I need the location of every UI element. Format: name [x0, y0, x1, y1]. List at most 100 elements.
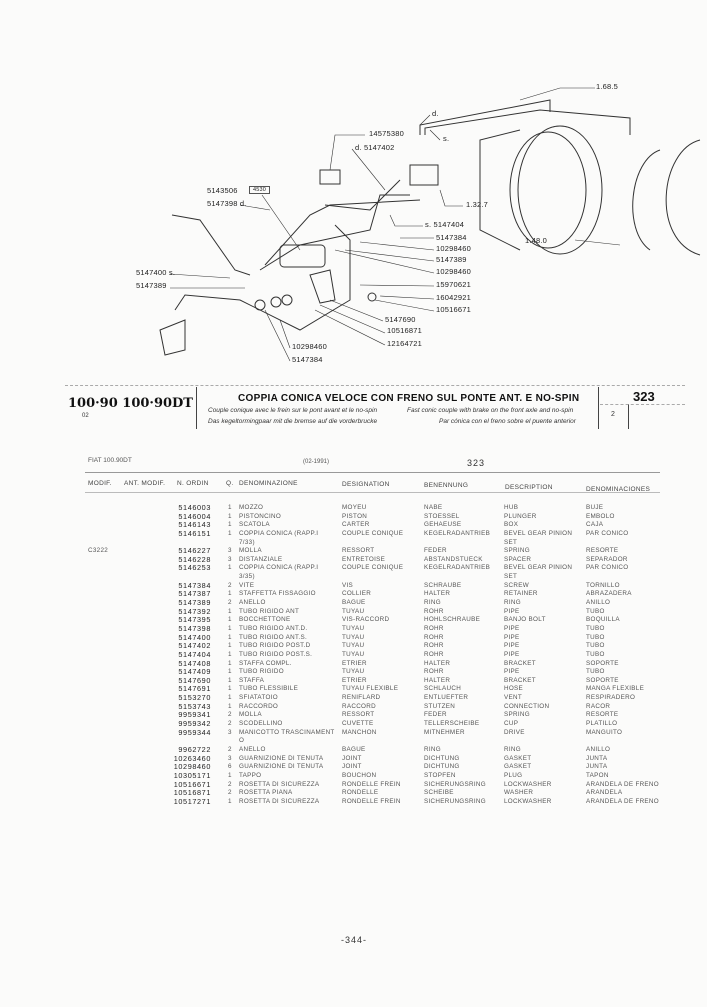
- cell-part-number: 5147409: [178, 667, 211, 677]
- cell-name-french: RACCORD: [342, 702, 376, 710]
- cell-name-spanish: TAPON: [586, 771, 609, 779]
- cell-name-german: ROHR: [424, 624, 444, 632]
- cell-name-italian: ROSETTA DI SICUREZZA: [239, 780, 320, 788]
- cell-name-german: HALTER: [424, 676, 451, 684]
- cell-name-spanish: ANILLO: [586, 599, 611, 607]
- cell-quantity: 3: [228, 547, 232, 555]
- cell-name-spanish: CAJA: [586, 521, 604, 529]
- cell-name-german: HALTER: [424, 659, 451, 667]
- cell-quantity: 1: [228, 607, 232, 615]
- callout-label: 1.48.0: [525, 236, 548, 245]
- cell-name-italian: TAPPO: [239, 771, 262, 779]
- cell-name-italian: MOLLA: [239, 711, 262, 719]
- cell-name-spanish: BOQUILLA: [586, 616, 620, 624]
- cell-name-german: SICHERUNGSRING: [424, 797, 486, 805]
- cell-name-italian: STAFFA: [239, 676, 265, 684]
- cell-name-french: BAGUE: [342, 745, 366, 753]
- cell-name-spanish: TUBO: [586, 650, 605, 658]
- cell-name-italian: TUBO RIGIDO POST.D: [239, 642, 311, 650]
- cell-name-french: COLLIER: [342, 590, 372, 598]
- callout-label: 10298460: [436, 267, 471, 276]
- cell-quantity: 1: [228, 702, 232, 710]
- col-description: DESCRIPTION: [505, 484, 553, 491]
- cell-quantity: 1: [228, 797, 232, 805]
- cell-name-german: ROHR: [424, 642, 444, 650]
- callout-label: 5147398 d.: [207, 199, 247, 208]
- cell-name-german: ENTLUEFTER: [424, 694, 469, 702]
- list-date: (02-1991): [303, 459, 330, 465]
- table-row: 7/33)SET: [0, 539, 707, 548]
- cell-name-spanish: TUBO: [586, 607, 605, 615]
- cell-name-german: ROHR: [424, 607, 444, 615]
- cell-name-italian: TUBO FLESSIBILE: [239, 685, 299, 693]
- cell-name-italian: PISTONCINO: [239, 512, 282, 520]
- model-variant: 02: [82, 413, 89, 419]
- cell-quantity: 1: [228, 771, 232, 779]
- cell-quantity: 6: [228, 763, 232, 771]
- callout-label: 5147384: [292, 355, 323, 364]
- cell-part-number: 5147392: [178, 606, 211, 616]
- cell-name-italian: SCATOLA: [239, 521, 270, 529]
- cell-quantity: 3: [228, 728, 232, 736]
- cell-name-french: VIS: [342, 581, 354, 589]
- cell-name-german: FEDER: [424, 547, 447, 555]
- col-designation: DESIGNATION: [342, 481, 390, 488]
- col-ant-modif: ANT. MODIF.: [124, 480, 166, 487]
- cell-part-number: 10517271: [173, 796, 211, 806]
- cell-quantity: 2: [228, 581, 232, 589]
- cell-name-french: ETRIER: [342, 676, 367, 684]
- distributor-valve: [159, 164, 439, 356]
- callout-label: s. 5147404: [425, 220, 465, 229]
- cell-name-spanish: JUNTA: [586, 763, 608, 771]
- cell-name-german: MITNEHMER: [424, 728, 465, 736]
- cell-name-french: MOYEU: [342, 504, 367, 511]
- cell-part-number: 10516871: [173, 788, 211, 798]
- col-denominazione: DENOMINAZIONE: [239, 480, 298, 487]
- cell-name-english: SCREW: [504, 581, 529, 589]
- cell-quantity: 1: [228, 668, 232, 676]
- cell-name-french: JOINT: [342, 754, 362, 762]
- callout-label: d.: [432, 109, 439, 118]
- cell-name-english: PIPE: [504, 607, 520, 615]
- cell-name-english: BEVEL GEAR PINION: [504, 529, 573, 537]
- cell-part-number: 5147398: [178, 623, 211, 633]
- table-row: 3/35)SET: [0, 573, 707, 582]
- model-names: 100·90 100·90DT: [68, 396, 193, 411]
- brake-drum-illustration: [479, 125, 701, 256]
- cell-part-number: 10516671: [173, 779, 211, 789]
- cell-name-french: ETRIER: [342, 659, 367, 667]
- callout-label: 5147389: [136, 281, 167, 290]
- cell-name-italian: GUARNIZIONE DI TENUTA: [239, 754, 324, 762]
- cell-quantity: 3: [228, 754, 232, 762]
- cell-name-french: TUYAU: [342, 633, 365, 641]
- cell-name-spanish: PAR CONICO: [586, 564, 629, 572]
- cell-quantity: 2: [228, 720, 232, 728]
- cell-name-italian: TUBO RIGIDO ANT.S.: [239, 633, 308, 641]
- cell-name-english: HOSE: [504, 685, 524, 693]
- leader-lines: [169, 87, 621, 362]
- cell-name-spanish: TORNILLO: [586, 581, 620, 589]
- brake-line-diagram: [159, 87, 701, 362]
- cell-name-spanish: RESPIRADERO: [586, 694, 636, 702]
- cell-name-italian: BOCCHETTONE: [239, 616, 291, 624]
- cell-part-number: 10305171: [173, 770, 211, 780]
- cell-name-italian: ROSETTA PIANA: [239, 789, 293, 797]
- cell-name-french: COUPLE CONIQUE: [342, 564, 404, 572]
- cell-name-english: LOCKWASHER: [504, 797, 552, 805]
- cell-name-spanish: PAR CONICO: [586, 529, 629, 537]
- cell-name-german: HALTER: [424, 590, 451, 598]
- cell-part-number: 9959341: [178, 710, 211, 720]
- cell-name-english: PLUNGER: [504, 512, 537, 520]
- cell-part-number: 5147387: [178, 589, 211, 599]
- cell-part-number: 9962722: [178, 744, 211, 754]
